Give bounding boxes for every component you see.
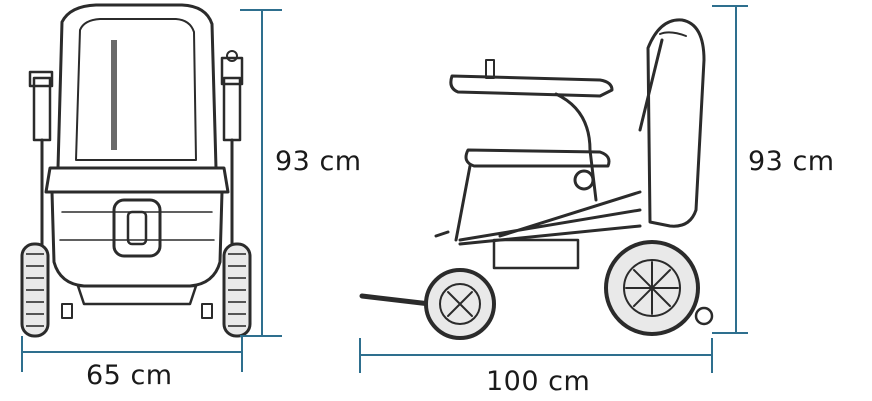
front-seat bbox=[44, 166, 230, 194]
side-seat bbox=[464, 148, 611, 168]
side-chassis bbox=[458, 190, 642, 246]
side-height-dimension-line bbox=[712, 5, 748, 334]
side-length-label: 100 cm bbox=[486, 366, 591, 397]
side-anti-tip-wheel bbox=[694, 306, 714, 326]
front-joystick bbox=[220, 56, 244, 86]
front-left-caster bbox=[61, 303, 73, 319]
front-base-housing bbox=[50, 190, 224, 288]
front-left-armrest bbox=[32, 76, 52, 142]
side-battery-box bbox=[492, 238, 580, 270]
side-front-wheel-spokes bbox=[447, 291, 473, 317]
front-width-label: 65 cm bbox=[86, 360, 173, 391]
front-backrest bbox=[56, 3, 218, 170]
front-height-dimension-line bbox=[240, 9, 282, 337]
side-front-wheel-hub bbox=[439, 283, 481, 325]
side-leg-frame bbox=[434, 164, 472, 242]
wheelchair-front-view bbox=[20, 3, 252, 338]
front-backrest-panel bbox=[75, 18, 197, 161]
side-hinge bbox=[573, 169, 595, 191]
front-joystick-knob bbox=[226, 50, 238, 62]
front-footplate bbox=[76, 284, 198, 306]
side-joystick bbox=[485, 59, 495, 79]
side-backrest bbox=[646, 18, 706, 228]
side-height-label: 93 cm bbox=[748, 146, 835, 177]
front-left-wheel-tread bbox=[26, 253, 44, 327]
side-back-tube bbox=[638, 38, 664, 132]
side-rear-wheel-hub bbox=[623, 259, 681, 317]
side-armrest-support bbox=[554, 92, 598, 202]
front-right-caster bbox=[201, 303, 213, 319]
side-backrest-top bbox=[659, 31, 687, 37]
side-rear-wheel-spokes bbox=[625, 261, 679, 315]
side-length-dimension-line bbox=[359, 338, 713, 373]
front-right-armrest bbox=[222, 76, 242, 142]
side-footplate bbox=[359, 293, 433, 307]
front-right-wheel-tread bbox=[228, 253, 246, 327]
front-height-label: 93 cm bbox=[275, 146, 362, 177]
wheelchair-side-view bbox=[359, 18, 714, 340]
front-battery-handle bbox=[126, 210, 148, 246]
front-left-armrest-pad bbox=[28, 70, 54, 88]
front-brand-strip bbox=[111, 40, 117, 150]
front-battery bbox=[112, 198, 162, 258]
side-armrest bbox=[449, 74, 614, 98]
front-width-dimension-line bbox=[21, 336, 243, 372]
